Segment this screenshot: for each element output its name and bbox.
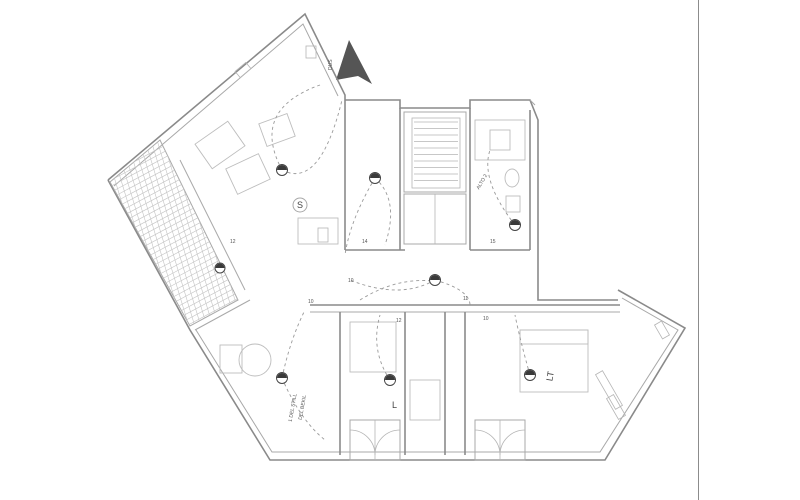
balcony (109, 130, 334, 330)
outer-walls (107, 12, 687, 461)
balcony-grid-line (110, 153, 238, 235)
annotation-label: 10 (348, 278, 354, 284)
light-fixture-icon (509, 219, 521, 231)
light-fixture-icon (384, 374, 396, 386)
light-fixtures (214, 164, 536, 386)
wiring-paths (271, 84, 531, 441)
balcony-grid-line (110, 291, 238, 326)
entrance-doors (349, 419, 526, 461)
bathroom (474, 119, 526, 213)
annotation-label: 10 (483, 316, 489, 322)
balcony-grid-line (110, 279, 238, 326)
north-arrow-icon (336, 40, 372, 84)
balcony-grid-line (110, 140, 238, 205)
annotation-label: 11 (463, 296, 468, 302)
balcony-grid-line (110, 141, 238, 223)
light-fixture-icon (369, 172, 381, 184)
light-fixture-icon (524, 369, 536, 381)
balcony-grid-line (141, 140, 203, 326)
light-fixture-icon (429, 274, 441, 286)
balcony-grid-line (147, 140, 209, 326)
annotation-label: 10 (308, 299, 314, 305)
light-fixture-icon (276, 372, 288, 384)
balcony-grid-line (110, 285, 238, 326)
balcony-grid-line (110, 297, 238, 326)
balcony-grid-line (110, 140, 238, 187)
balcony-grid-line (159, 140, 221, 326)
room-marker-s (292, 197, 308, 213)
balcony-grid-line (153, 140, 215, 326)
balcony-grid-line (135, 140, 197, 326)
balcony-grid-line (110, 189, 238, 271)
annotation-label: 14 (362, 239, 368, 245)
balcony-grid-line (129, 140, 191, 326)
balcony-grid-line (110, 183, 238, 265)
light-fixture-icon (276, 164, 288, 176)
balcony-grid-line (110, 273, 238, 326)
balcony-grid-line (110, 140, 238, 217)
room-label-s: S (297, 200, 303, 210)
vertical-annotation: 1 DEL STILL (288, 393, 299, 422)
interior-walls (179, 105, 620, 455)
balcony-grid-line (110, 201, 238, 283)
balcony-grid-line (244, 130, 304, 330)
light-fixture-icon (214, 262, 226, 274)
annotation-label: 12 (230, 239, 236, 245)
vertical-annotation: DUS (328, 59, 334, 70)
balcony-grid-line (110, 177, 238, 259)
balcony-grid-line (231, 140, 238, 326)
annotation-label: 15 (490, 239, 496, 245)
vertical-annotation: ALTO 2 (476, 173, 490, 191)
annotation-label: 12 (396, 318, 402, 324)
bedroom-furniture (349, 321, 589, 421)
room-label-lt: LT (544, 370, 556, 382)
room-label-l: L (392, 400, 397, 410)
stair-core (403, 111, 467, 245)
living-furniture (194, 113, 339, 377)
frame-border-line (698, 0, 699, 500)
balcony-grid-line (250, 130, 310, 330)
balcony-grid-line (274, 130, 334, 330)
balcony-grid-line (237, 140, 238, 326)
balcony-grid-line (256, 130, 316, 330)
balcony-grid-line (110, 147, 238, 229)
balcony-grid-line (110, 249, 238, 326)
vertical-annotation: DEL BEKIL (298, 394, 308, 420)
window-hatching (234, 45, 671, 420)
balcony-grid-line (110, 219, 238, 301)
